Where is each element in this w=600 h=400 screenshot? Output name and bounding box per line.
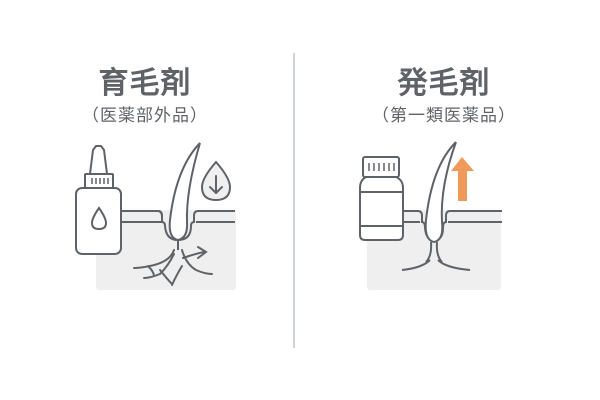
dropper-bottle-icon — [75, 145, 122, 255]
hatsumozai-title: 発毛剤 — [397, 66, 491, 101]
water-drop-down-arrow-icon — [200, 160, 232, 202]
hatsumozai-panel: 発毛剤 （第一類医薬品） — [300, 0, 600, 400]
ikumozai-title: 育毛剤 — [98, 66, 192, 101]
ikumozai-subtitle: （医薬部外品） — [82, 106, 208, 126]
water-drop-icon — [90, 206, 108, 231]
blood-vessel-arrow-icon — [133, 246, 213, 286]
hatsumozai-subtitle: （第一類医薬品） — [372, 106, 516, 126]
hair-follicle-icon — [168, 142, 201, 250]
up-arrow-icon — [451, 157, 474, 201]
center-divider — [293, 53, 295, 348]
medicine-bottle-icon — [359, 156, 404, 241]
hair-follicle-icon — [401, 141, 471, 271]
ikumozai-panel: 育毛剤 （医薬部外品） — [82, 66, 208, 126]
